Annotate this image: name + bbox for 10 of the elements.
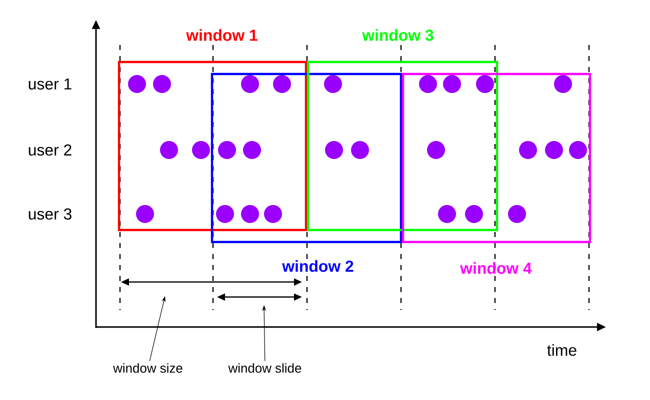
window-heading: window 4: [460, 262, 532, 274]
annotation-text: window slide: [228, 363, 302, 373]
row-label: user 3: [28, 208, 72, 220]
window-heading: window 2: [282, 260, 354, 272]
row-label: user 1: [28, 78, 72, 90]
row-label: user 2: [28, 144, 72, 156]
window-heading: window 3: [362, 29, 434, 41]
annotation-text: window size: [113, 363, 182, 373]
window-heading: window 1: [186, 29, 258, 41]
axis-label: time: [547, 344, 576, 356]
